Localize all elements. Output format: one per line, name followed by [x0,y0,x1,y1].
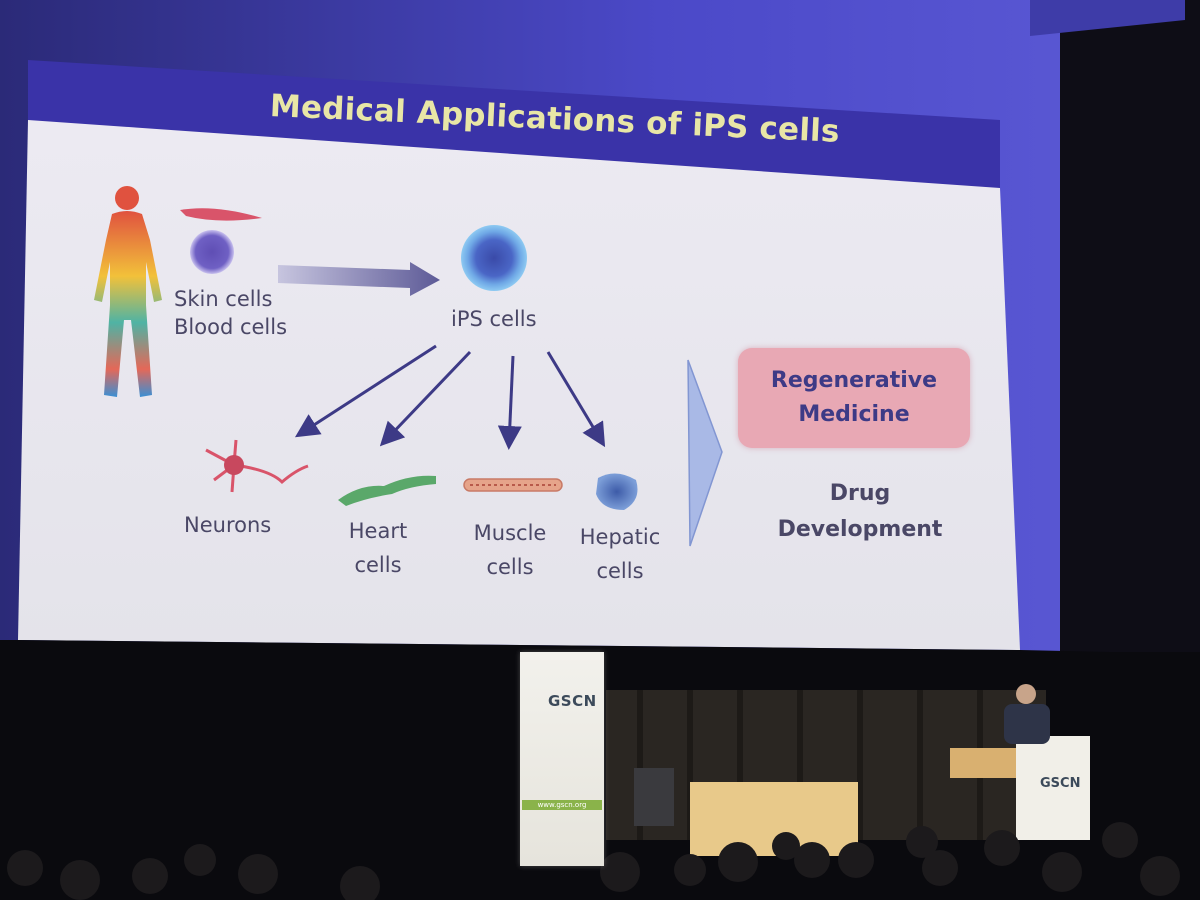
lectern [1016,736,1090,840]
heart-cells-label-line2: cells [354,553,402,577]
regenerative-line2: Medicine [798,402,910,427]
neuron-icon [205,439,309,493]
slide-title-bar [28,60,1000,190]
lectern-shelf [950,748,1016,778]
drug-development-label: Drug Development [760,476,960,548]
arrow-to-neurons [294,344,437,438]
gscn-roll-up-banner [520,652,604,866]
slide-body [18,120,1020,650]
audience [7,822,1180,900]
lectern-gscn-logo: GSCN [1040,776,1081,791]
hepatic-cells-label-line2: cells [596,559,644,583]
reprogramming-arrow [278,262,440,296]
screen-top-edge [1030,0,1185,36]
heart-cells-label-line1: Heart [348,519,408,543]
arrow-to-hepatic [546,351,606,448]
human-body-icon [94,186,162,397]
speaker-head [1016,684,1036,704]
ips-cell-icon [461,225,527,291]
ips-cells-label: iPS cells [451,307,537,331]
arrow-to-muscle [497,355,522,450]
chevron-icon [687,359,723,547]
banner-url: www.gscn.org [522,800,602,810]
muscle-cells-label-line1: Muscle [473,521,547,545]
drug-line1: Drug [829,481,891,506]
drug-line2: Development [777,517,943,542]
skin-cells-label: Skin cells [174,287,273,311]
skin-cell-icon [180,208,262,221]
arrow-to-heart [379,350,472,447]
banner-gscn-logo: GSCN [548,692,597,710]
hepatic-cell-icon [596,473,638,510]
muscle-cells-label-line2: cells [486,555,534,579]
regenerative-line1: Regenerative [770,368,938,393]
blood-cells-label: Blood cells [174,315,288,339]
heart-cell-icon [338,475,436,506]
speaker-body [1004,704,1050,744]
blood-cell-icon [190,230,234,274]
neurons-label: Neurons [184,513,272,537]
regenerative-medicine-box [738,348,970,448]
hepatic-cells-label-line1: Hepatic [579,525,661,549]
stage-chair [634,768,674,826]
regenerative-medicine-label: Regenerative Medicine [738,364,970,432]
